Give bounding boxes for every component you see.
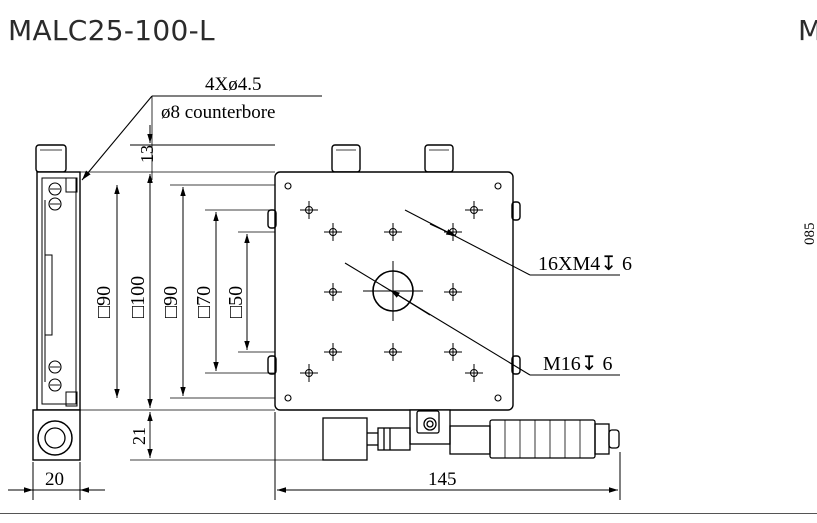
micrometer-end-circle bbox=[37, 420, 73, 456]
top-view bbox=[267, 144, 521, 411]
dim-50-label: □50 bbox=[225, 286, 247, 318]
dim-70-label: □70 bbox=[193, 286, 215, 318]
micrometer-drive bbox=[322, 409, 620, 461]
dim-13-label: 13 bbox=[137, 145, 157, 163]
dim-21-label: 21 bbox=[129, 427, 149, 445]
side-view bbox=[32, 144, 81, 461]
side-drive-housing bbox=[32, 409, 81, 461]
top-knob-left bbox=[331, 144, 361, 173]
model-title-cut-off: M bbox=[798, 14, 817, 47]
thread-callout-leaders bbox=[344, 209, 620, 376]
top-knob-right bbox=[424, 144, 454, 173]
extension-lines bbox=[80, 171, 325, 461]
dim-inner-90-label: □90 bbox=[160, 286, 182, 318]
hole-pattern bbox=[300, 201, 483, 382]
dim-side-90-label: □90 bbox=[93, 286, 115, 318]
holes-callout-label: 4Xø4.5 bbox=[205, 74, 261, 95]
center-thread-label: M16↧ 6 bbox=[543, 353, 613, 375]
dim-100-label: □100 bbox=[127, 276, 149, 318]
bottom-dimensions bbox=[8, 412, 621, 500]
side-body bbox=[36, 171, 81, 411]
sheet-bottom-rule bbox=[0, 513, 817, 514]
cut-off-dimension: 085 bbox=[802, 223, 817, 246]
dim-145-label: 145 bbox=[428, 469, 457, 490]
vertical-dimensions bbox=[114, 174, 250, 458]
side-knob bbox=[35, 144, 67, 173]
dim-20-label: 20 bbox=[45, 469, 64, 490]
model-title: MALC25-100-L bbox=[8, 14, 215, 47]
threaded-holes-label: 16XM4↧ 6 bbox=[538, 253, 632, 275]
counterbore-callout-label: ø8 counterbore bbox=[161, 102, 275, 123]
